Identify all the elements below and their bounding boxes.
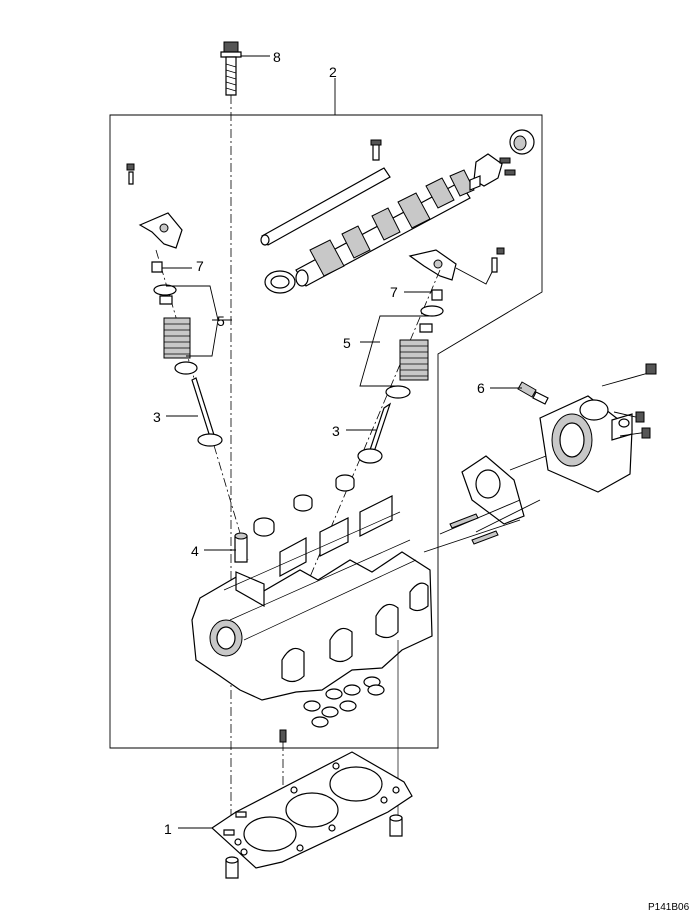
valve-spring-right [385,323,433,399]
assembly-boundary [109,114,543,749]
callout-6: 6 [477,380,485,396]
valve-spring-left [153,284,198,375]
callout-5-right: 5 [343,335,351,351]
thermostat-housing [539,395,633,493]
camshaft [295,169,475,287]
cylinder-head [191,495,433,701]
thrust-plate [469,153,516,191]
leader-lines [162,55,522,829]
callout-4: 4 [191,543,199,559]
housing-studs [423,455,547,553]
housing-bolts [601,363,657,439]
lash-adjuster-right [420,289,444,317]
port-seals [303,676,385,728]
housing-gasket [461,455,525,525]
valve-caps [253,474,355,537]
diagram-code: P141B06 [648,902,690,913]
valve-left [191,377,223,447]
valve-guide [234,532,248,563]
rocker-arm-right [408,247,505,285]
camshaft-seal [264,270,296,294]
lash-adjuster-left [151,261,163,273]
callout-3-left: 3 [153,409,161,425]
callout-1: 1 [164,821,172,837]
rocker-shaft [260,139,391,246]
callout-8: 8 [273,49,281,65]
gasket-dowels [225,814,403,879]
callout-5-left: 5 [217,313,225,329]
camshaft-end-cap [509,129,535,155]
callout-2: 2 [329,64,337,80]
callout-7-right: 7 [390,284,398,300]
callout-3-right: 3 [332,423,340,439]
head-bolt [220,41,242,96]
temperature-sensor [517,381,549,405]
head-dowel-pin [279,729,287,743]
valve-right [357,402,392,464]
head-gasket [211,751,413,869]
rocker-arm-left [126,163,183,249]
callout-7-left: 7 [196,258,204,274]
